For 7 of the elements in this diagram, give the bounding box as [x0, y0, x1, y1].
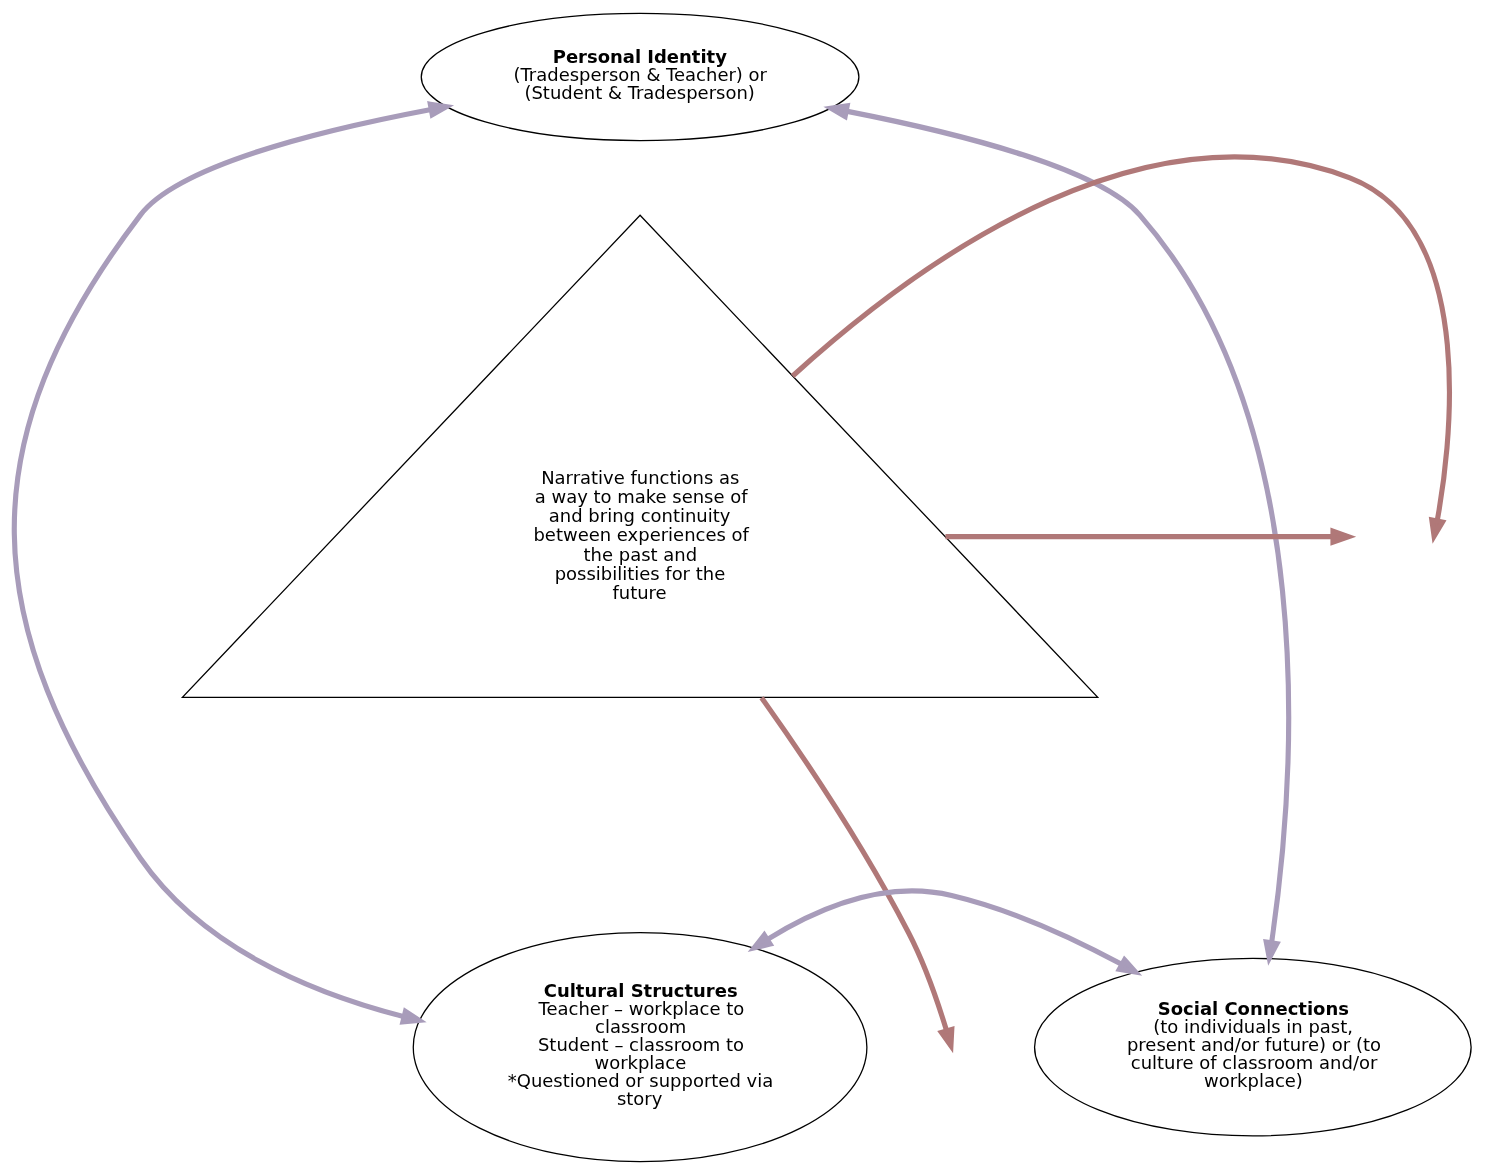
arrow [12, 101, 455, 1025]
arrow [759, 696, 955, 1054]
arrow [945, 527, 1357, 546]
node-ellipse: Personal Identity (Tradesperson & Teacher) or (Student & Tradesperson) [420, 12, 860, 142]
arrow [747, 888, 1143, 976]
arrow [790, 154, 1452, 544]
arrow [823, 102, 1291, 966]
